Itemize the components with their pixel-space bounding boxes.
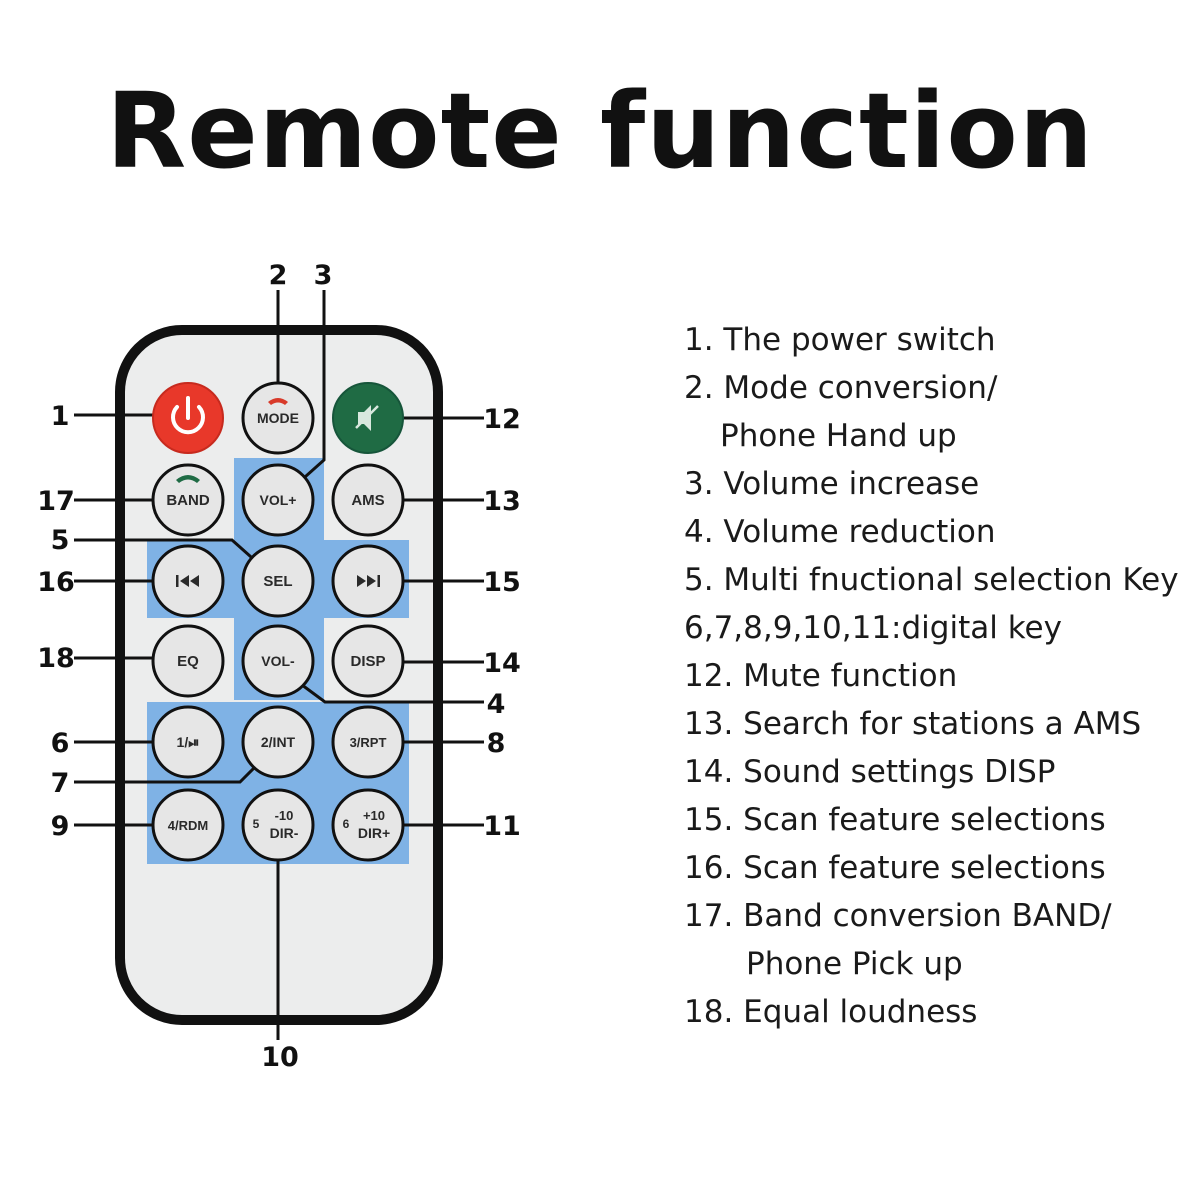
callout-17: 17 [37, 486, 75, 517]
callout-numbers: 1 2 3 12 17 13 5 16 15 18 14 4 6 8 7 9 1… [37, 260, 521, 1073]
vol-up-label: VOL+ [260, 492, 297, 508]
digit-1-button[interactable]: 1/⏯ [151, 705, 225, 779]
disp-label: DISP [350, 653, 385, 670]
digit-6-bottom: DIR+ [358, 825, 390, 841]
legend-item: 1. The power switch [684, 322, 996, 358]
sel-button[interactable]: SEL [241, 544, 315, 618]
callout-15: 15 [483, 567, 521, 598]
legend-item: 13. Search for stations a AMS [684, 706, 1142, 742]
power-button[interactable] [152, 382, 224, 454]
legend-item: 2. Mode conversion/ [684, 370, 998, 406]
callout-12: 12 [483, 404, 521, 435]
callout-6: 6 [51, 728, 70, 759]
legend-item: 12. Mute function [684, 658, 958, 694]
eq-label: EQ [177, 653, 199, 670]
mode-label: MODE [257, 410, 299, 426]
legend-item: 3. Volume increase [684, 466, 980, 502]
callout-3: 3 [314, 260, 333, 291]
sel-label: SEL [263, 573, 292, 590]
page-title: Remote function [106, 70, 1094, 192]
callout-9: 9 [51, 811, 70, 842]
disp-button[interactable]: DISP [331, 624, 405, 698]
callout-13: 13 [483, 486, 521, 517]
digit-6-digit: 6 [343, 817, 350, 831]
callout-16: 16 [37, 567, 75, 598]
vol-up-button[interactable]: VOL+ [241, 463, 315, 537]
legend-item: 15. Scan feature selections [684, 802, 1106, 838]
callout-5: 5 [51, 525, 70, 556]
legend-item: 17. Band conversion BAND/ [684, 898, 1112, 934]
callout-14: 14 [483, 648, 521, 679]
digit-3-button[interactable]: 3/RPT [331, 705, 405, 779]
legend-item: Phone Hand up [720, 418, 957, 454]
legend-item: 5. Multi fnuctional selection Key [684, 562, 1179, 598]
digit-2-button[interactable]: 2/INT [241, 705, 315, 779]
callout-7: 7 [51, 768, 70, 799]
legend-item: 6,7,8,9,10,11:digital key [684, 610, 1062, 646]
legend-item: Phone Pick up [746, 946, 963, 982]
mute-icon [355, 405, 379, 431]
callout-lines [74, 290, 484, 1040]
digit-3-label: 3/RPT [350, 735, 387, 750]
callout-18: 18 [37, 643, 75, 674]
digit-5-top: -10 [275, 808, 294, 823]
callout-2: 2 [269, 260, 288, 291]
vol-down-button[interactable]: VOL- [241, 624, 315, 698]
power-icon [171, 396, 205, 435]
ams-button[interactable]: AMS [331, 463, 405, 537]
phone-hangup-icon [268, 398, 288, 405]
digit-4-button[interactable]: 4/RDM [151, 788, 225, 862]
vol-down-label: VOL- [261, 653, 295, 669]
legend-item: 14. Sound settings DISP [684, 754, 1056, 790]
band-button[interactable]: BAND [151, 463, 225, 537]
skip-next-icon [357, 575, 380, 587]
previous-button[interactable] [151, 544, 225, 618]
digit-1-label: 1/⏯ [177, 734, 200, 750]
digit-5-bottom: DIR- [270, 825, 299, 841]
digit-2-label: 2/INT [261, 734, 296, 750]
legend-item: 16. Scan feature selections [684, 850, 1106, 886]
digit-5-button[interactable]: 5 -10 DIR- [241, 788, 315, 862]
eq-button[interactable]: EQ [151, 624, 225, 698]
digit-6-button[interactable]: 6 +10 DIR+ [331, 788, 405, 862]
digit-5-digit: 5 [253, 817, 260, 831]
digit-4-label: 4/RDM [168, 818, 208, 833]
ams-label: AMS [351, 492, 384, 509]
callout-8: 8 [487, 728, 506, 759]
mode-button[interactable]: MODE [241, 381, 315, 455]
phone-pickup-icon [176, 475, 200, 483]
callout-10: 10 [261, 1042, 299, 1073]
skip-previous-icon [176, 575, 199, 587]
callout-1: 1 [51, 401, 70, 432]
digit-6-top: +10 [363, 808, 385, 823]
legend-item: 4. Volume reduction [684, 514, 996, 550]
mute-button[interactable] [332, 382, 404, 454]
legend-item: 18. Equal loudness [684, 994, 978, 1030]
band-label: BAND [166, 492, 209, 509]
next-button[interactable] [331, 544, 405, 618]
callout-4: 4 [487, 689, 506, 720]
callout-11: 11 [483, 811, 521, 842]
function-legend: 1. The power switch 2. Mode conversion/ … [684, 316, 1184, 1036]
